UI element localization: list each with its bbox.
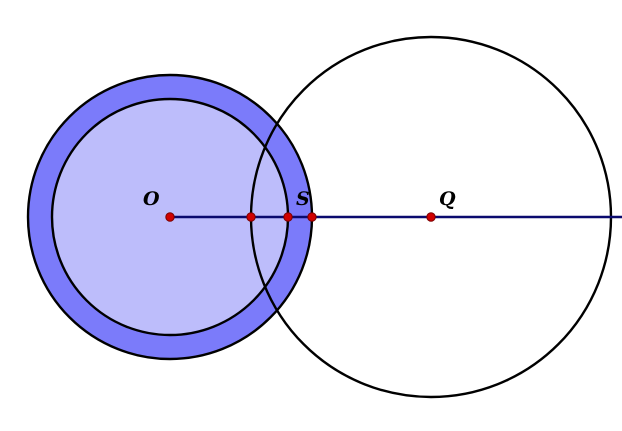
point-circle-q-intersection (246, 212, 256, 222)
label-o: O (143, 188, 160, 210)
label-q: Q (439, 188, 456, 210)
label-s: S (296, 188, 310, 210)
point-o (165, 212, 175, 222)
point-q (426, 212, 436, 222)
point-s (307, 212, 317, 222)
point-inner-circle-intersection (283, 212, 293, 222)
